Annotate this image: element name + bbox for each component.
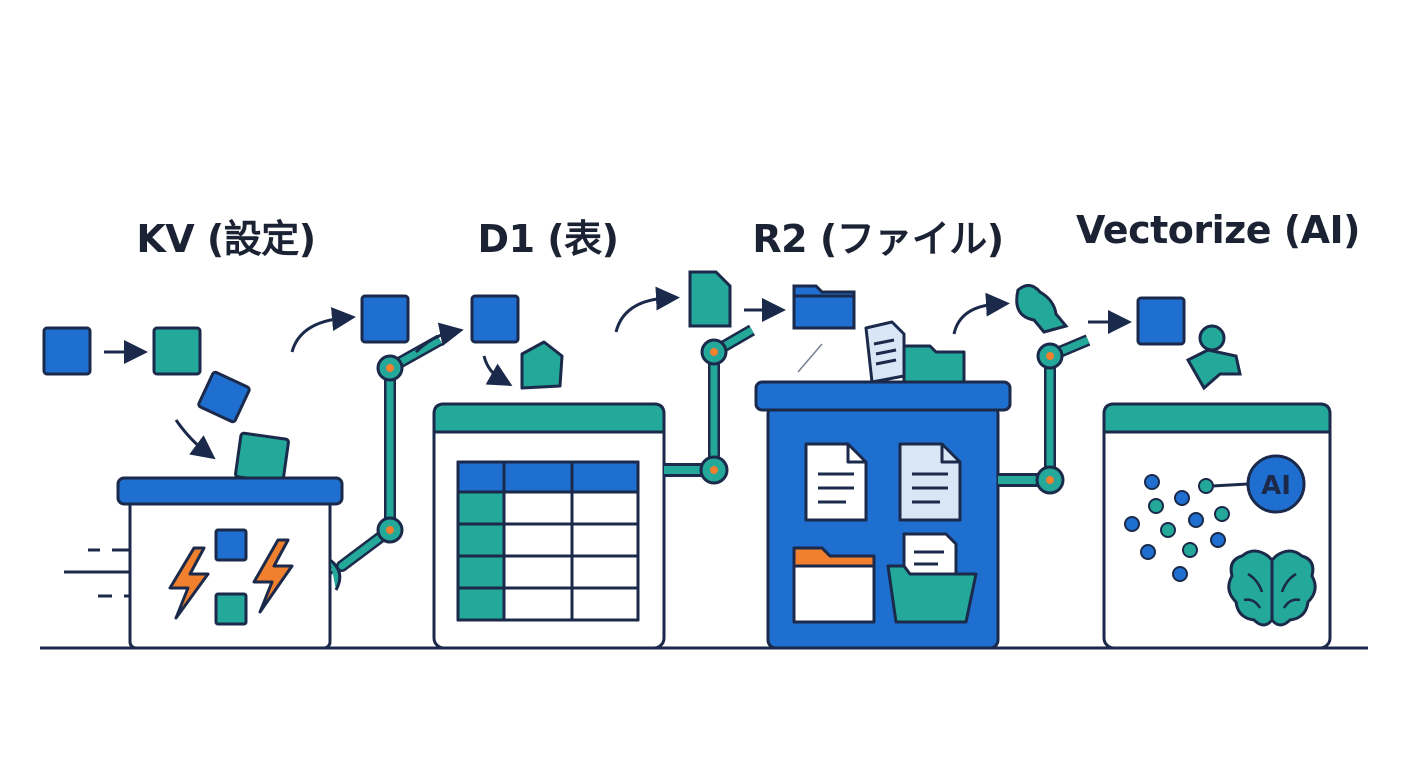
d1-panel-header [432,402,666,434]
robot-arm-icon [998,334,1091,495]
data-block [197,370,251,424]
r2-section [754,320,1012,650]
data-block [214,592,248,626]
kv-section [42,326,344,650]
arrow-icon [952,292,1010,335]
arrow-icon [414,322,464,354]
folder-icon [886,564,978,624]
data-block [1185,348,1242,391]
arrow-icon [482,355,513,386]
lightning-icon [168,546,210,620]
data-block [42,326,92,376]
document-icon [898,442,962,522]
data-block [234,431,290,485]
data-block [1136,296,1186,346]
transfer-d1-r2 [614,270,856,333]
vectorize-label: Vectorize (AI) [1075,208,1361,252]
transfer-r2-vectorize [952,284,1242,391]
document-icon [804,442,868,522]
kv-label: KV (設定) [136,217,316,261]
robot-arm-icon [329,334,443,591]
robot-arm-icon [664,324,756,485]
data-block [152,326,202,376]
data-block [360,294,410,344]
ai-badge-text: AI [1261,471,1291,501]
kv-bin-lid [116,476,344,506]
r2-label: R2 (ファイル) [752,217,1004,261]
vectorize-section [1102,402,1332,650]
vector-dots [1124,474,1230,582]
arrow-icon [174,419,216,460]
kv-bin [128,498,332,650]
arrow-icon [290,307,356,353]
r2-bucket-lid [754,380,1012,412]
folder-icon [792,284,856,330]
data-block [470,294,520,344]
transfer-kv-d1 [290,294,464,354]
ai-badge [1246,454,1306,514]
data-block [520,340,564,390]
document-icon [688,270,732,328]
d1-label: D1 (表) [477,217,619,261]
vectorize-panel-header [1102,402,1332,434]
folder-icon [902,344,966,384]
data-block [214,528,248,562]
d1-section [432,294,666,650]
data-block [1015,284,1069,334]
brain-icon [1227,549,1317,627]
arrow-icon [614,286,680,333]
lightning-icon [252,538,294,614]
